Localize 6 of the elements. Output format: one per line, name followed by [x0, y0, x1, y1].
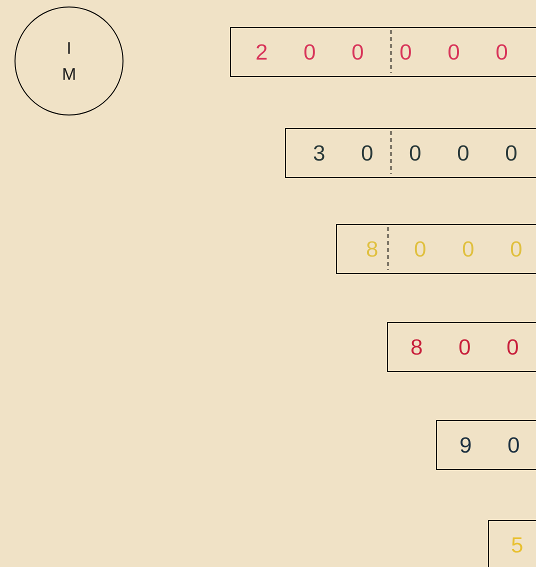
digit-box: 8 0 0 0	[336, 224, 536, 274]
digit-box: 5	[488, 520, 536, 567]
digit-box: 8 0 0	[387, 322, 536, 372]
digit-box: 2 0 0 0 0 0	[230, 27, 536, 77]
digit-box: 3 0 0 0 0	[285, 128, 536, 178]
digit-box: 9 0	[436, 420, 536, 470]
